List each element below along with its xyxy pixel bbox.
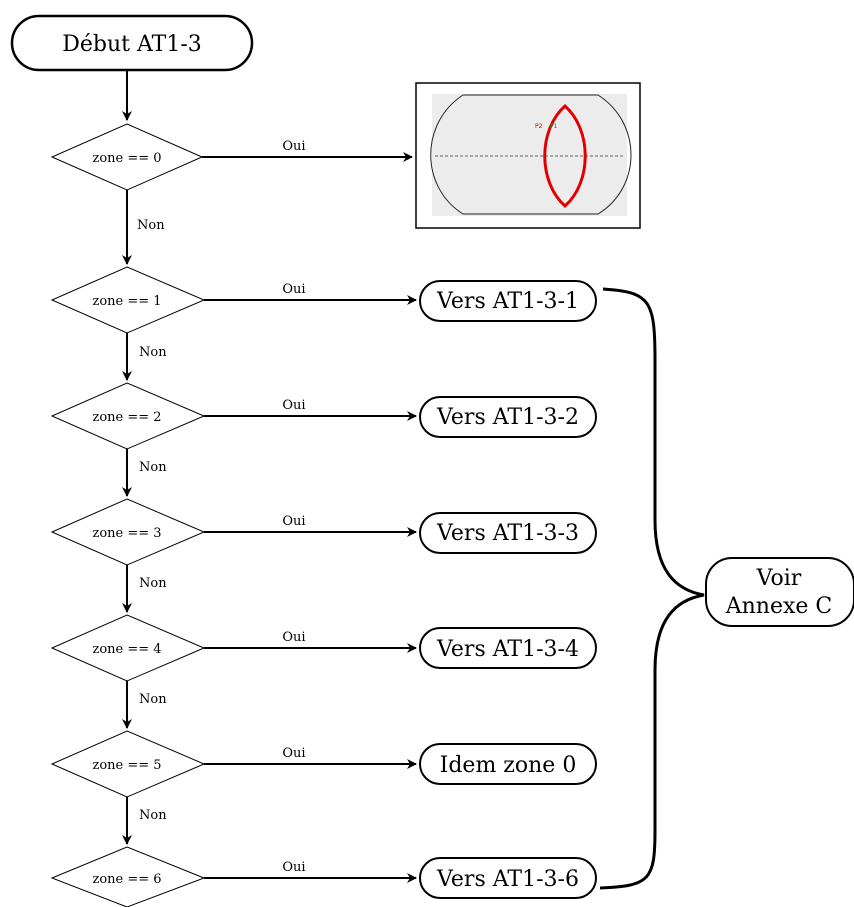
yes-label: Oui (282, 860, 305, 875)
decision-label: zone == 2 (92, 410, 161, 425)
yes-label: Oui (282, 398, 305, 413)
start-label: Début AT1-3 (62, 32, 202, 57)
yes-label: Oui (282, 630, 305, 645)
target-node-5: Idem zone 0 (419, 743, 597, 785)
target-label: Vers AT1-3-2 (436, 405, 579, 430)
no-label: Non (139, 345, 167, 360)
no-label: Non (137, 218, 165, 233)
target-node-2: Vers AT1-3-2 (419, 396, 597, 438)
decision-zone-2: zone == 2 (50, 382, 206, 450)
decision-label: zone == 3 (92, 526, 161, 541)
yes-label: Oui (282, 282, 305, 297)
no-label: Non (139, 576, 167, 591)
decision-label: zone == 5 (92, 758, 161, 773)
target-label: Vers AT1-3-1 (436, 289, 579, 314)
target-node-1: Vers AT1-3-1 (419, 280, 597, 322)
decision-label: zone == 1 (92, 294, 161, 309)
decision-zone-4: zone == 4 (50, 614, 206, 682)
point-label: P2 (535, 123, 543, 130)
annex-line2: Annexe C (725, 594, 833, 619)
annex-node: Voir Annexe C (705, 557, 854, 627)
no-label: Non (139, 808, 167, 823)
start-node: Début AT1-3 (10, 14, 254, 72)
yes-label: Oui (282, 746, 305, 761)
zone0-image: P2 P1 (415, 82, 641, 229)
decision-zone-3: zone == 3 (50, 498, 206, 566)
decision-zone-0: zone == 0 (50, 123, 204, 191)
target-node-6: Vers AT1-3-6 (419, 857, 597, 899)
yes-label: Oui (282, 139, 305, 154)
target-label: Vers AT1-3-6 (436, 867, 579, 892)
target-node-4: Vers AT1-3-4 (419, 627, 597, 669)
annex-line1: Voir (756, 566, 802, 591)
no-label: Non (139, 460, 167, 475)
decision-label: zone == 6 (92, 872, 161, 887)
target-label: Vers AT1-3-4 (436, 637, 579, 662)
decision-zone-1: zone == 1 (50, 266, 206, 334)
decision-label: zone == 4 (92, 642, 161, 657)
target-node-3: Vers AT1-3-3 (419, 512, 597, 554)
point-label: P1 (550, 123, 558, 130)
yes-label: Oui (282, 514, 305, 529)
target-label: Vers AT1-3-3 (436, 521, 579, 546)
decision-zone-6: zone == 6 (50, 846, 206, 907)
no-label: Non (139, 692, 167, 707)
annex-brace (599, 287, 705, 890)
decision-label: zone == 0 (92, 151, 161, 166)
decision-zone-5: zone == 5 (50, 730, 206, 798)
target-label: Idem zone 0 (440, 753, 577, 778)
